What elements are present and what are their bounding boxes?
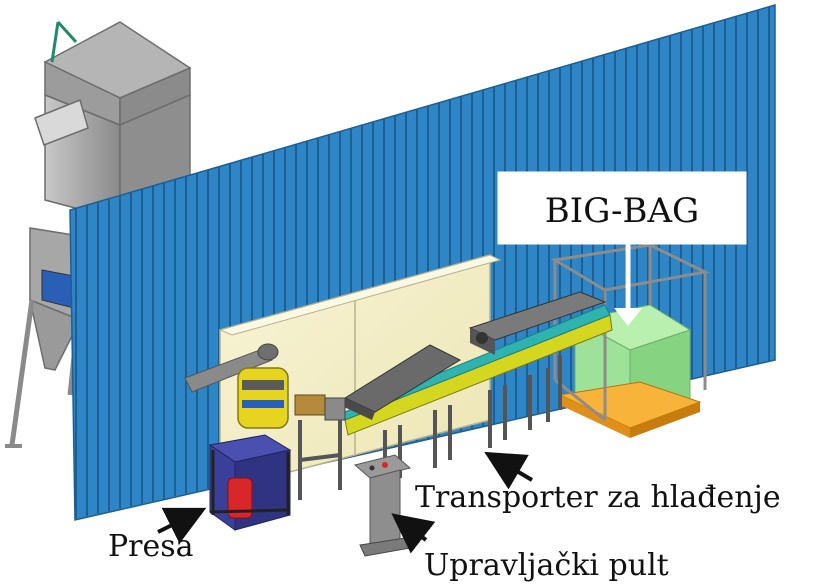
arrow-icon (484, 451, 534, 490)
arrow-icon (391, 513, 436, 554)
transporter-label: Transporter za hlađenje (415, 480, 781, 515)
mixer-unit (184, 343, 346, 500)
presa-label: Presa (108, 529, 194, 564)
bigbag-callout: BIG-BAG (497, 171, 747, 326)
big-bag-station (550, 243, 710, 438)
cooling-conveyor (342, 291, 613, 485)
insulation-panels (218, 254, 502, 491)
bigbag-label: BIG-BAG (545, 191, 699, 231)
pult-label: Upravljački pult (424, 548, 669, 583)
arrow-icon (157, 507, 207, 544)
press-machine (208, 434, 292, 531)
control-console (353, 454, 412, 557)
